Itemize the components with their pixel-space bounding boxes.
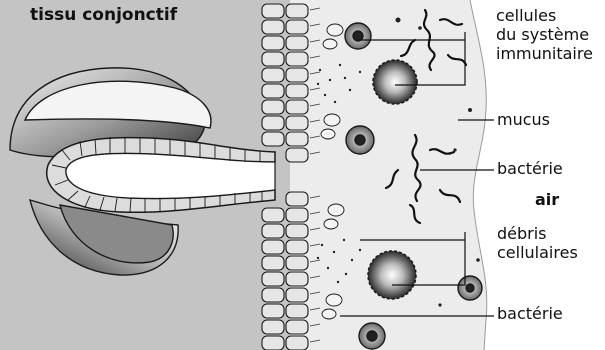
label-immune-cells: cellules du système immunitaire	[496, 6, 593, 63]
label-debris-line2: cellulaires	[497, 243, 578, 262]
label-immune-cells-line2: du système	[496, 25, 593, 44]
label-mucus: mucus	[497, 110, 550, 129]
label-debris-line1: débris	[497, 224, 578, 243]
label-immune-cells-line3: immunitaire	[496, 44, 593, 63]
gland-duct	[47, 137, 275, 212]
label-bacteria-bottom: bactérie	[497, 304, 563, 323]
label-bacteria-top: bactérie	[497, 159, 563, 178]
diagram-title: tissu conjonctif	[30, 6, 177, 25]
label-debris: débris cellulaires	[497, 224, 578, 262]
label-air: air	[535, 190, 559, 209]
label-immune-cells-line1: cellules	[496, 6, 593, 25]
